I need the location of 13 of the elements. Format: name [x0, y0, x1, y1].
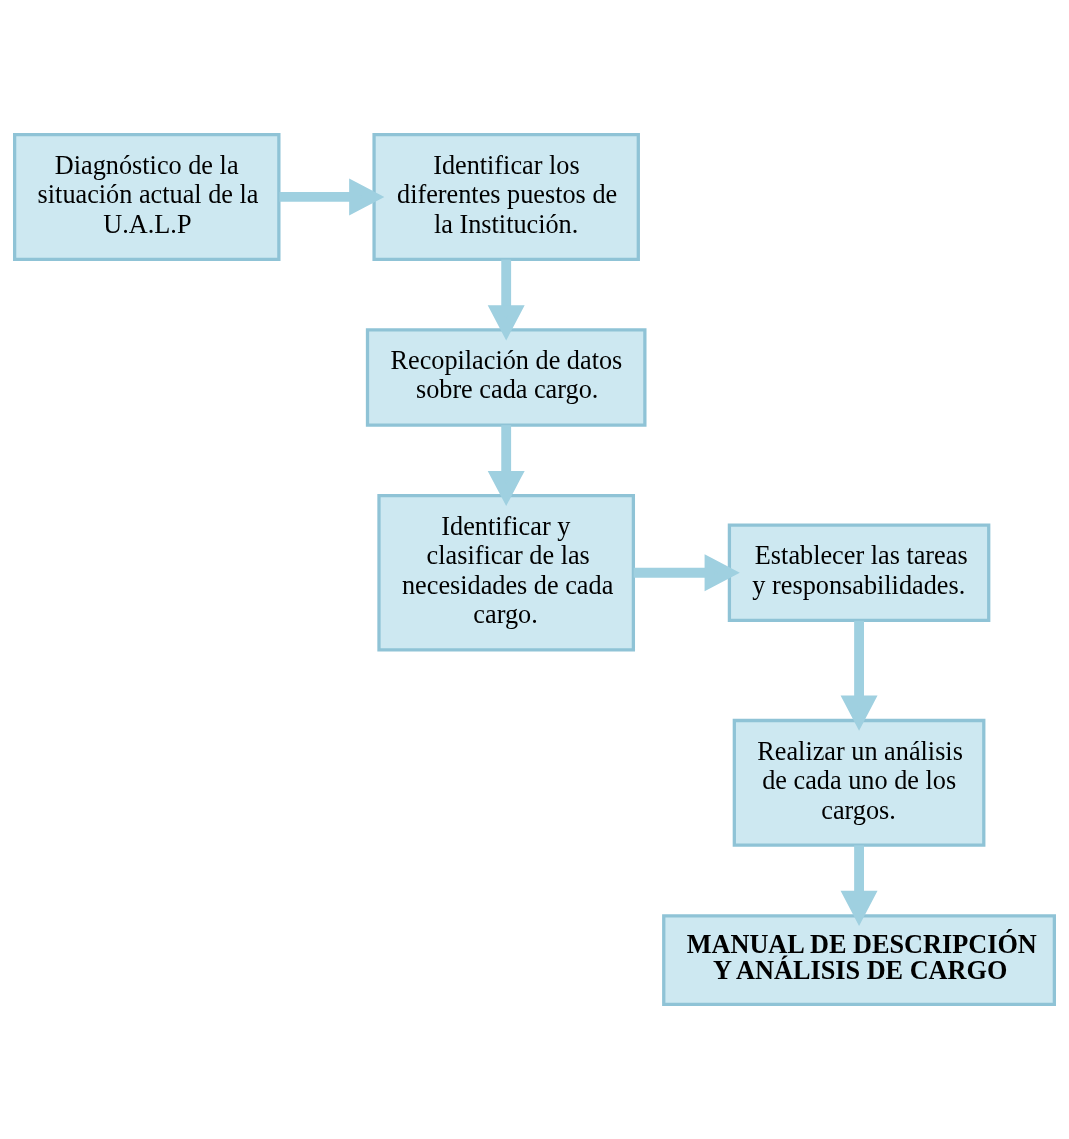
node-box: Establecer las tareas y responsabilidades.: [727, 523, 991, 622]
arrow: [633, 554, 740, 592]
node-box: Identificar los diferentes puestos de la Institución.: [372, 132, 640, 261]
node-box: Realizar un análisis de cada uno de los cargos.: [732, 718, 986, 847]
arrow: [487, 259, 525, 341]
arrow: [840, 845, 878, 927]
arrow: [840, 620, 878, 731]
node-box: Identificar y clasificar de las necesidades de cada cargo.: [377, 494, 636, 652]
arrow: [279, 178, 385, 216]
node-box: Diagnóstico de la situación actual de la U.A.L.P: [13, 132, 281, 261]
arrow: [487, 425, 525, 507]
node-box: Recopilación de datos sobre cada cargo.: [365, 328, 647, 427]
node-box: MANUAL DE DESCRIPCIÓN Y ANÁLISIS DE CARGO: [662, 914, 1056, 1007]
